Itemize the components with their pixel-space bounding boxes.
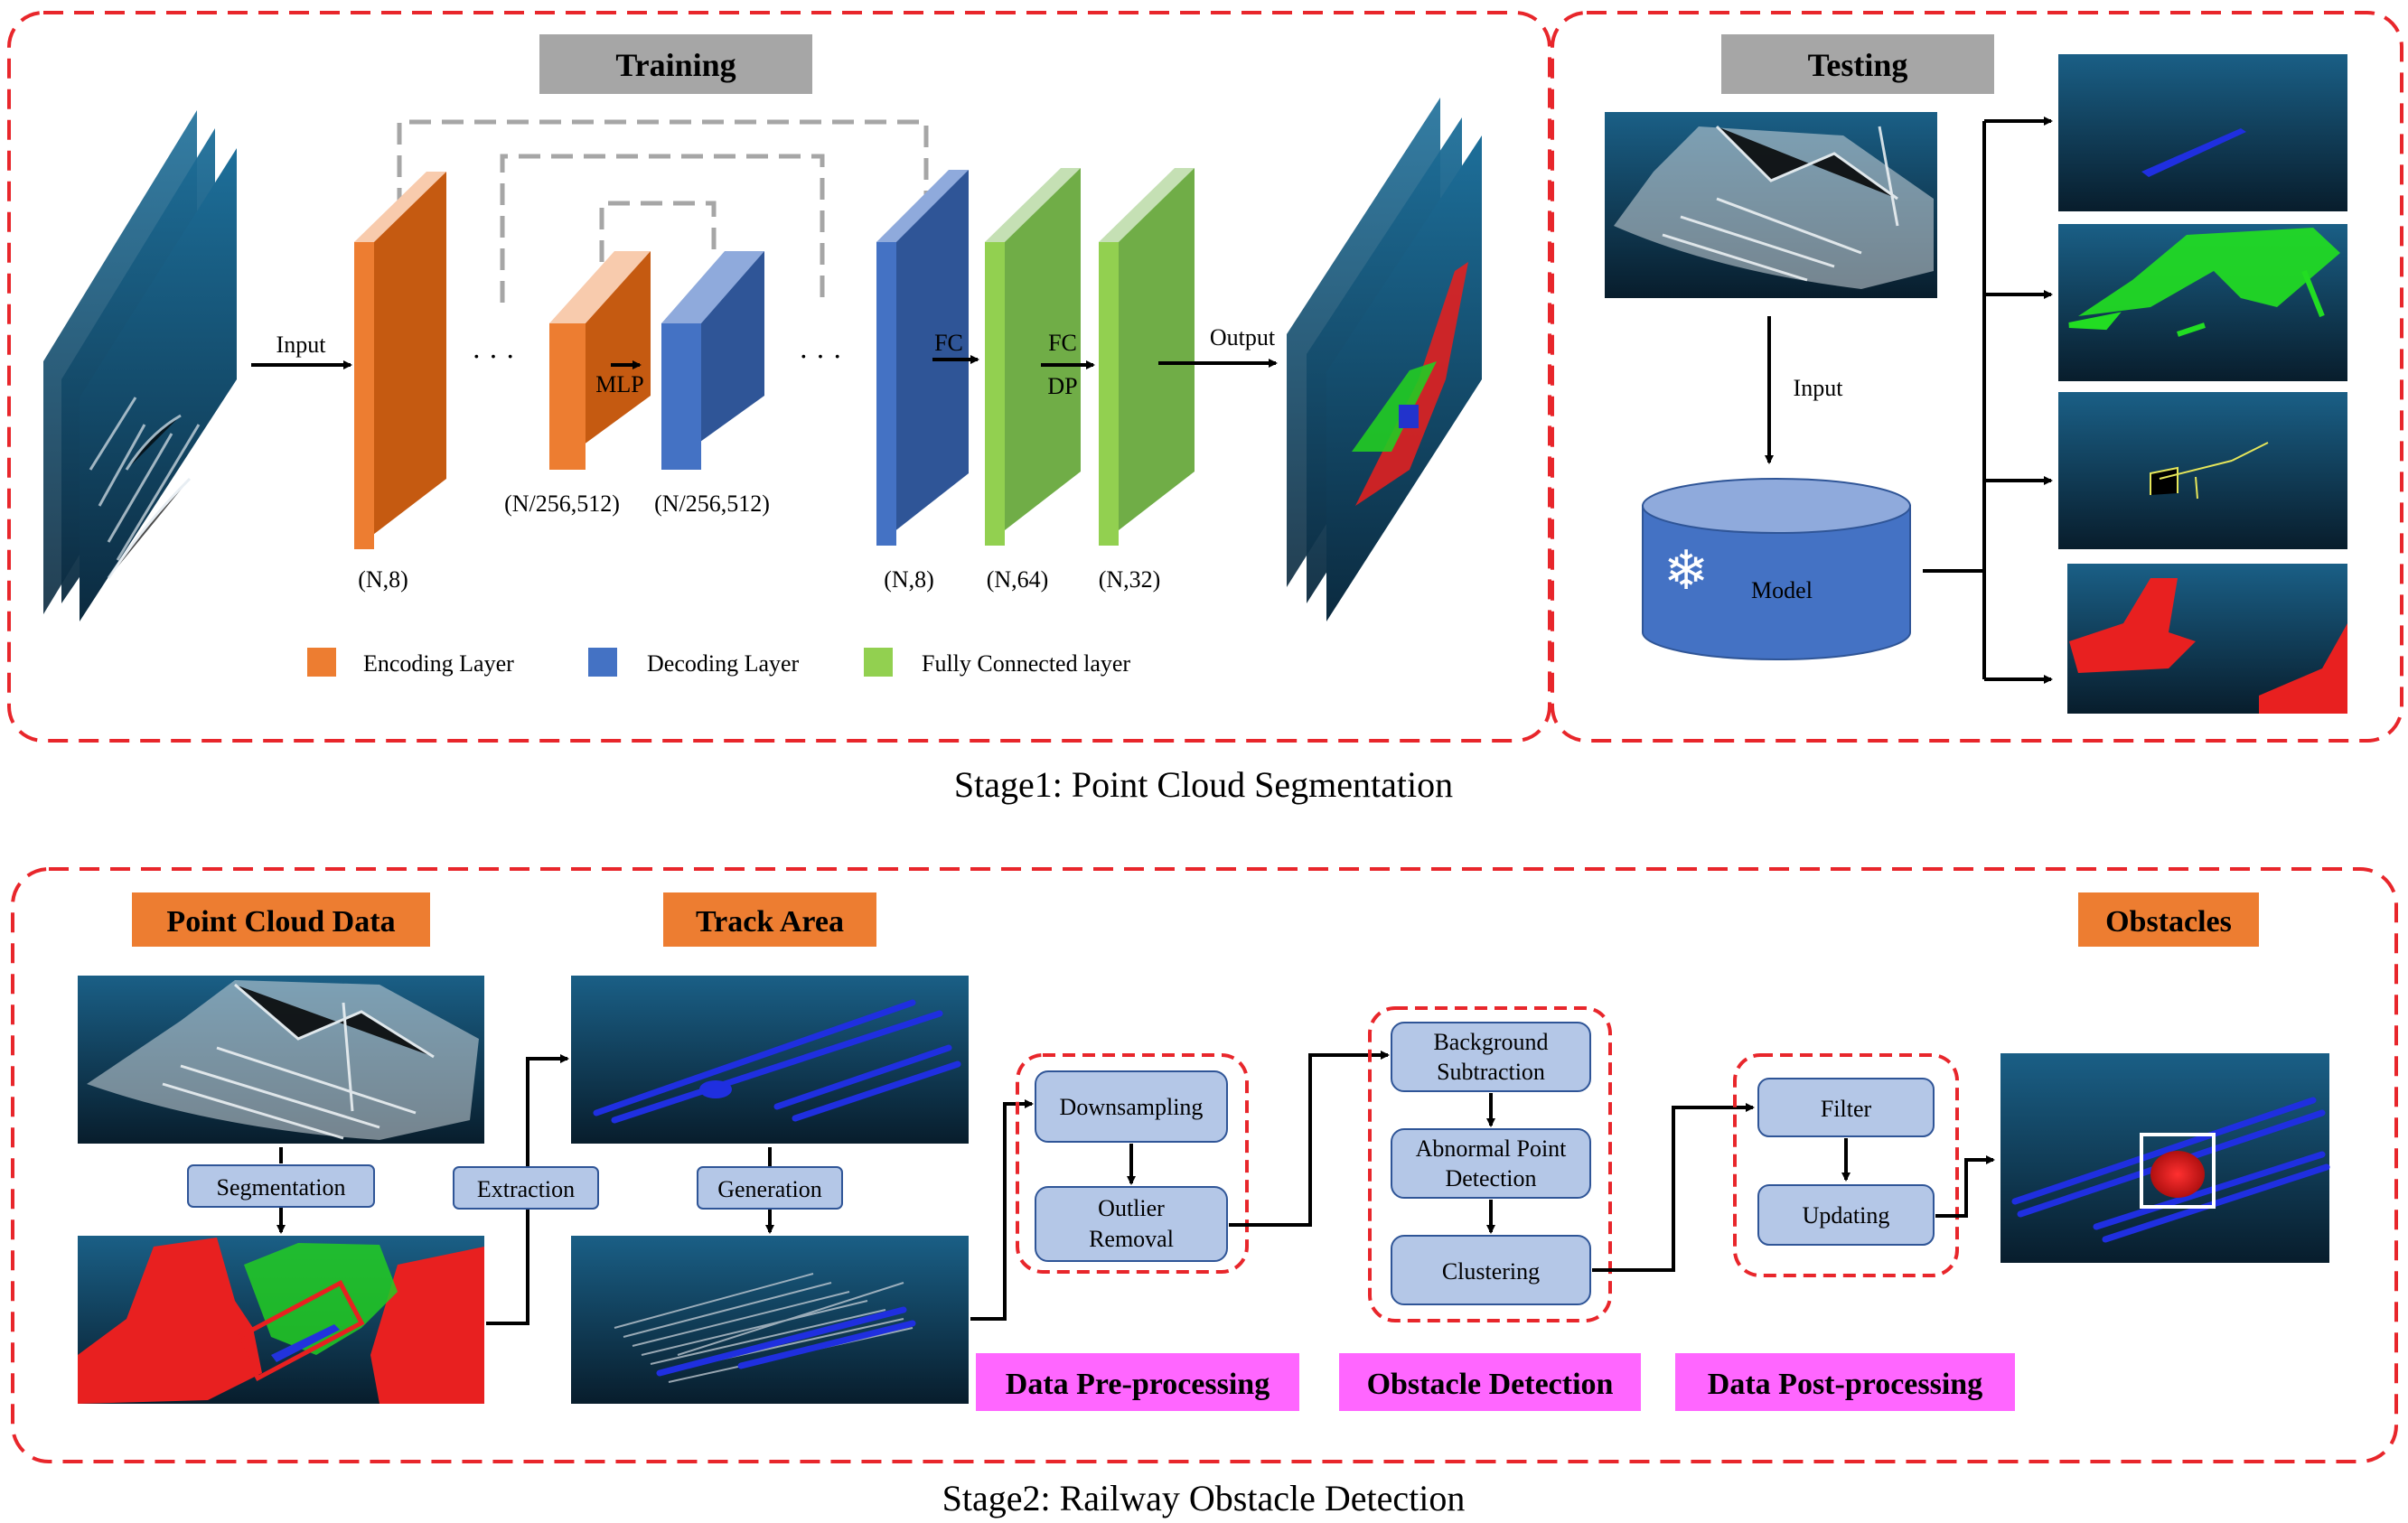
decoding-layer-1 [661, 251, 764, 470]
point-cloud-data-header-box [132, 892, 430, 947]
filter-label: Filter [1821, 1096, 1872, 1122]
legend-swatch-fc [864, 648, 893, 677]
model-label: Model [1751, 577, 1813, 603]
postprocessing-label-box [1675, 1353, 2015, 1411]
layer-5-tag2: DP [1047, 373, 1077, 399]
testing-input-label: Input [1794, 375, 1844, 401]
testing-input-scan [1605, 112, 1937, 298]
obstacle-detection-frame [1368, 1006, 1612, 1322]
layer-3-dims: (N/256,512) [654, 491, 770, 517]
preprocessing-label: Data Pre-processing [1006, 1368, 1270, 1401]
downsampling-box [1035, 1070, 1228, 1143]
to-detection-connector [1229, 1051, 1390, 1227]
abnormal-point-detection-label: Abnormal Point Detection [1415, 1135, 1567, 1191]
layer-6-dims: (N,32) [1099, 566, 1161, 593]
decoding-layer-2 [876, 170, 969, 546]
updating-box [1757, 1184, 1935, 1246]
training-title-box [539, 34, 812, 94]
postprocessing-label: Data Post-processing [1708, 1368, 1982, 1401]
to-postprocessing-connector [1592, 1103, 1755, 1272]
legend-swatch-decoding [588, 648, 617, 677]
stage2-group: Point Cloud Data Track Area Obstacles Se… [11, 867, 2398, 1518]
extraction-box [453, 1166, 599, 1210]
training-input-label: Input [276, 332, 327, 358]
legend-label-decoding: Decoding Layer [647, 650, 800, 677]
segmentation-result-track [2058, 54, 2347, 211]
to-obstacles-connector [1935, 1155, 1995, 1218]
obstacles-header-box [2078, 892, 2259, 947]
fc-layer-2 [1099, 168, 1195, 546]
updating-label: Updating [1803, 1202, 1890, 1229]
outlier-removal-label: Outlier Removal [1089, 1195, 1174, 1252]
layer-1-dims: (N,8) [358, 566, 408, 593]
track-area-header-box [663, 892, 876, 947]
to-preprocessing-connector [970, 1099, 1034, 1321]
ellipsis-right: · · · [799, 340, 842, 372]
skip-connections [397, 119, 929, 307]
downsampling-label: Downsampling [1060, 1094, 1204, 1120]
preprocessing-frame [1016, 1053, 1249, 1274]
obstacle-bounding-box [2140, 1133, 2216, 1209]
stage1-group: Training Input (N,8) · · · [7, 11, 2403, 805]
stage1-caption: Stage1: Point Cloud Segmentation [954, 764, 1453, 805]
segmentation-box [187, 1164, 375, 1208]
output-scan-stack [1287, 98, 1482, 621]
testing-branch-arrows [1923, 117, 2053, 684]
segmentation-label: Segmentation [217, 1174, 346, 1201]
segmented-point-cloud-image [78, 1236, 484, 1404]
legend-swatch-encoding [307, 648, 336, 677]
training-title: Training [615, 47, 736, 83]
legend-label-encoding: Encoding Layer [363, 650, 514, 677]
segmentation-result-ground [2067, 564, 2347, 714]
encoding-layer-1 [354, 172, 446, 549]
generated-track-image [571, 1236, 969, 1404]
stage2-caption: Stage2: Railway Obstacle Detection [942, 1478, 1466, 1518]
training-output-label: Output [1210, 324, 1276, 350]
encoding-layer-2 [549, 251, 651, 470]
background-subtraction-box [1391, 1022, 1591, 1092]
postprocessing-frame [1733, 1053, 1959, 1277]
layer-5-tag: FC [1048, 330, 1077, 356]
ellipsis-left: · · · [472, 340, 515, 372]
layer-4-dims: (N,8) [884, 566, 934, 593]
obstacle-detection-label: Obstacle Detection [1367, 1368, 1614, 1401]
stage2-frame [11, 867, 2398, 1463]
preprocessing-label-box [976, 1353, 1299, 1411]
input-scan-stack [43, 110, 237, 621]
filter-box [1757, 1078, 1935, 1137]
background-subtraction-label: Background Subtraction [1433, 1029, 1549, 1085]
training-frame [7, 11, 1551, 743]
layer-5-dims: (N,64) [987, 566, 1049, 593]
track-area-image [571, 976, 969, 1144]
testing-title-box [1721, 34, 1994, 94]
generation-label: Generation [717, 1176, 822, 1202]
segmentation-result-structure [2058, 224, 2347, 381]
obstacle-detection-label-box [1339, 1353, 1641, 1411]
layer-4-tag: FC [934, 330, 963, 356]
legend-label-fc: Fully Connected layer [922, 650, 1130, 677]
generation-box [697, 1166, 843, 1210]
obstacles-header: Obstacles [2105, 905, 2232, 939]
snowflake-icon: ❄ [1663, 539, 1709, 603]
segmentation-result-catenary [2058, 392, 2347, 549]
layer-2-dims: (N/256,512) [504, 491, 620, 517]
extraction-label: Extraction [477, 1176, 575, 1202]
layer-legend: Encoding Layer Decoding Layer Fully Conn… [307, 648, 1130, 677]
testing-frame [1551, 11, 2403, 743]
fc-layer-1 [985, 168, 1081, 546]
abnormal-point-detection-box [1391, 1128, 1591, 1199]
point-cloud-data-header: Point Cloud Data [166, 905, 395, 939]
raw-point-cloud-image [78, 976, 484, 1144]
clustering-box [1391, 1235, 1591, 1305]
outlier-removal-box [1035, 1186, 1228, 1262]
layer-2-tag: MLP [595, 371, 643, 397]
testing-title: Testing [1808, 47, 1908, 83]
model-cylinder: ❄ [1642, 478, 1911, 660]
clustering-label: Clustering [1442, 1258, 1540, 1285]
track-area-header: Track Area [696, 905, 844, 939]
obstacles-image [2000, 1053, 2330, 1263]
